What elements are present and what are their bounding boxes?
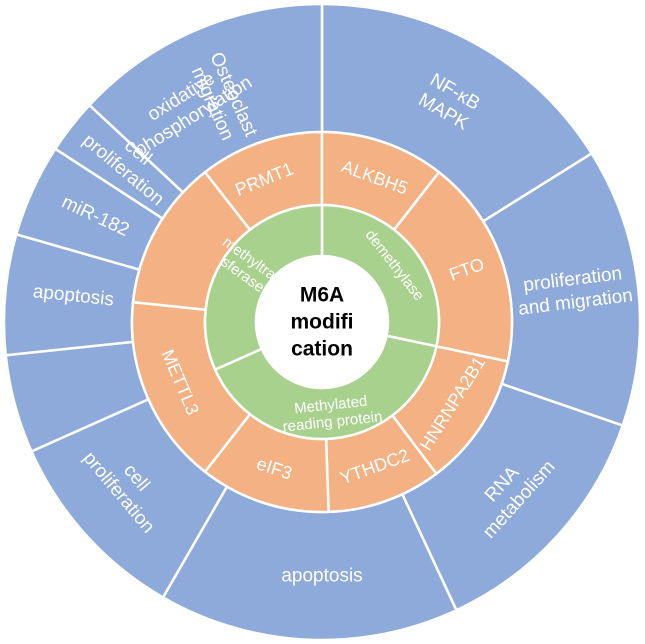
center-title: M6A modifi cation [291, 284, 354, 361]
center-title-line: modifi [291, 311, 354, 334]
apoptosis-bottom-label: apoptosis [281, 566, 362, 587]
apoptosis-bottom-line: apoptosis [281, 566, 362, 587]
inner-segment [320, 203, 441, 348]
center-disc [256, 256, 388, 388]
center-title-line: cation [291, 338, 353, 361]
center-title-line: M6A [300, 284, 344, 307]
